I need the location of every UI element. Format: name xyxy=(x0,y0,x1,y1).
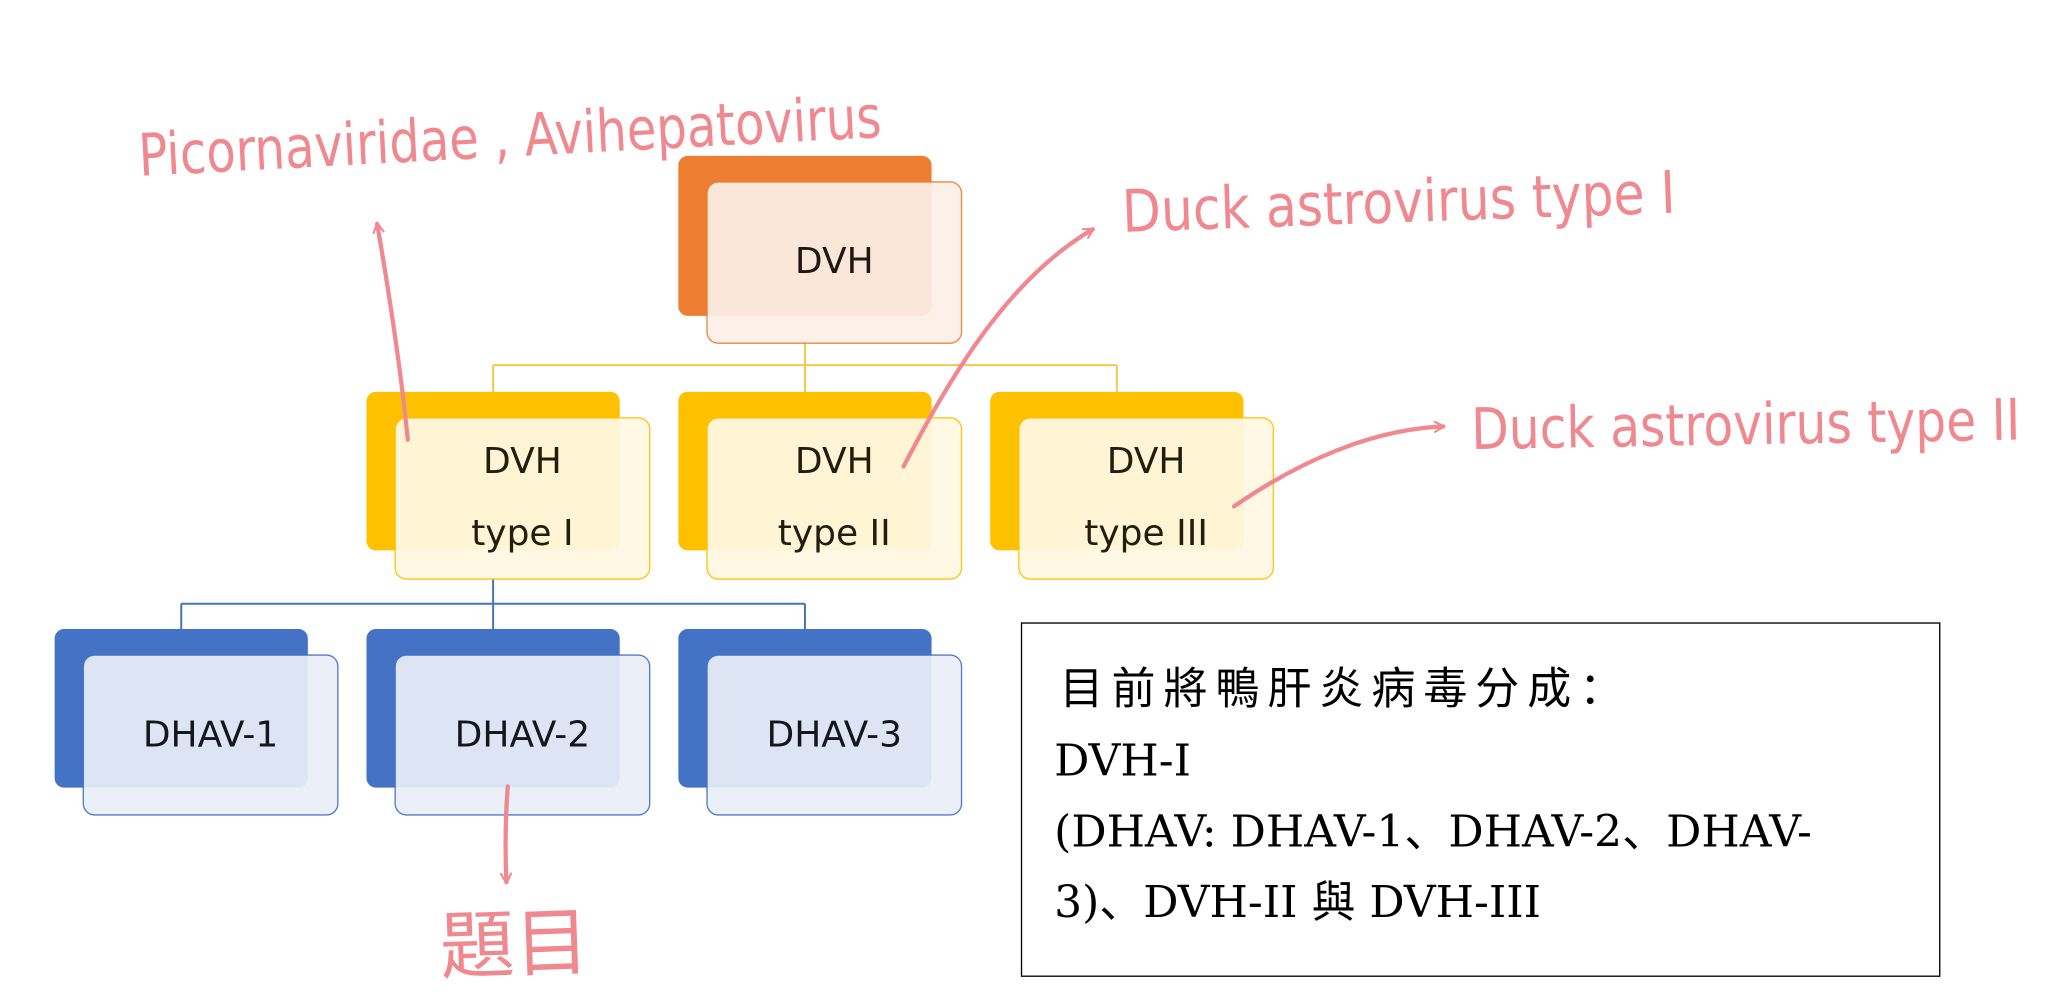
arrow-to-family-icon xyxy=(377,221,410,442)
note-heading: 目前將鴨肝炎病毒分成： xyxy=(1059,662,1632,715)
node-subtype-1-label: DHAV-1 xyxy=(142,713,279,755)
node-type-3-front: DVH type III xyxy=(1018,417,1275,580)
node-type-1-label-line-2: type I xyxy=(471,513,574,555)
arrow-to-type-three-icon xyxy=(1231,426,1446,509)
node-type-1-label-line-1: DVH xyxy=(483,441,562,483)
note-line-1: DVH-I xyxy=(1054,734,1192,787)
note-line-2: (DHAV: DHAV-1、DHAV-2、DHAV- xyxy=(1054,804,1812,857)
annotation-question: 題目 xyxy=(438,899,591,992)
node-type-2-label-line-2: type II xyxy=(777,513,891,555)
node-type-3-label-line-2: type III xyxy=(1084,513,1208,555)
note-line-3: 3)、DVH-II 與 DVH-III xyxy=(1054,875,1542,928)
connector-group-types xyxy=(492,342,1118,392)
node-subtype-3-label: DHAV-3 xyxy=(766,713,903,755)
node-type-2-front: DVH type II xyxy=(706,417,963,580)
node-subtype-2-front: DHAV-2 xyxy=(394,654,651,816)
node-type-2-label-line-1: DVH xyxy=(794,441,874,483)
arrow-to-question-icon xyxy=(506,784,508,885)
node-root-front: DVH xyxy=(706,181,963,344)
node-subtype-2-label: DHAV-2 xyxy=(454,713,591,755)
node-type-3-label-line-1: DVH xyxy=(1106,441,1186,483)
node-subtype-1-front: DHAV-1 xyxy=(82,654,339,816)
note-box: 目前將鴨肝炎病毒分成： DVH-I (DHAV: DHAV-1、DHAV-2、D… xyxy=(1020,622,1941,977)
connector-group-subtypes xyxy=(180,578,806,630)
annotation-type-three: Duck astrovirus type II xyxy=(1470,387,2021,464)
node-subtype-3-front: DHAV-3 xyxy=(706,654,963,816)
arrow-to-type-two-icon xyxy=(901,227,1095,469)
node-root-label: DVH xyxy=(794,241,874,283)
node-type-1-front: DVH type I xyxy=(394,417,651,580)
